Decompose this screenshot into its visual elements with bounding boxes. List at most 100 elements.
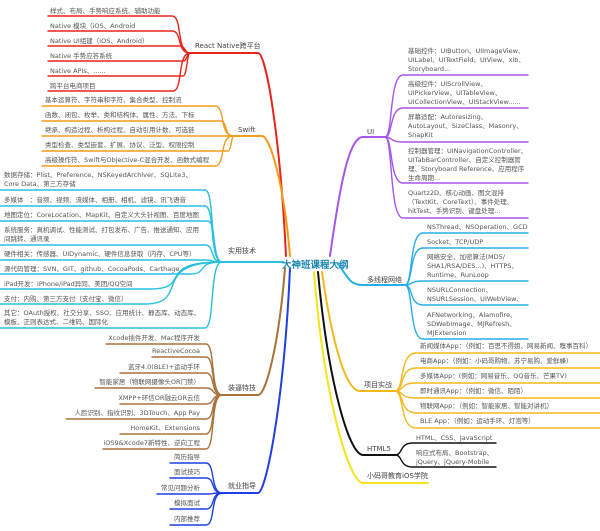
multithread-network-leaf[interactable]: NSThread、NSOperation、GCD (427, 223, 528, 231)
swift-leaf-line (41, 135, 234, 167)
projects-leaf[interactable]: 电商App：（例如：小码哥购物、苏宁易购、爱鲜蜂） (420, 357, 573, 365)
ui-leaf-line (384, 107, 529, 138)
ui-leaf[interactable]: AutoLayout、SizeClass、Masonry、 (408, 122, 523, 130)
advanced-tricks-leaf[interactable]: ReactiveCocoa (151, 347, 200, 355)
multithread-network-leaf[interactable]: NSURLSession、UIWebView、 (427, 295, 523, 303)
advanced-tricks-leaf[interactable]: HomeKit、Extensions (130, 424, 200, 432)
projects-leaf[interactable]: 多媒体App：(例如：网易音乐、QQ音乐、芒果TV) (420, 372, 567, 380)
advanced-tricks-leaf[interactable]: Xcode插件开发、Mac程序开发 (108, 334, 200, 342)
practical-tech-leaf[interactable]: 系统服务：真机调试、性能测试、打包发布、广告、推送通知、应用 (4, 226, 199, 234)
react-native-leaf[interactable]: Native 手势应答系统 (50, 52, 113, 60)
practical-tech-leaf[interactable]: iPad开发：iPhone/iPad异同、美团/QQ空间 (4, 280, 133, 288)
react-native-leaf[interactable]: 样式、布局、手势响应系统、辅助功能 (50, 7, 161, 15)
career-guide-leaf[interactable]: 内部推荐 (174, 515, 200, 523)
swift-leaf[interactable]: 基本运算符、字符串和字符、集合类型、控制流 (45, 96, 182, 104)
projects-branch-label[interactable]: 项目实战 (364, 381, 392, 389)
advanced-tricks-leaf[interactable]: iOS9&Xcode7新特性、逆向工程 (103, 439, 200, 447)
multithread-network-leaf[interactable]: SDWebImage、MJRefresh、 (427, 320, 516, 328)
react-native-leaf[interactable]: Native UI组建（iOS、Android） (50, 37, 149, 45)
multithread-network-branch-label[interactable]: 多线程网络 (367, 276, 402, 284)
ui-leaf-line (384, 136, 529, 219)
academy-trunk (313, 271, 429, 484)
practical-tech-leaf[interactable]: 数据存储：Plist、Preference、NSKeyedArchiver、SQ… (4, 171, 193, 179)
practical-tech-leaf-line (0, 261, 223, 329)
advanced-tricks-leaf[interactable]: 蓝牙4.0(BLE)+运动手环 (127, 363, 200, 371)
career-guide-leaf[interactable]: 面试技巧 (174, 468, 200, 476)
ui-leaf[interactable]: 屏幕适配：Autoresizing、 (408, 113, 488, 121)
ui-leaf[interactable]: 控制器管理：UINavigationController、 (408, 147, 528, 155)
ui-leaf[interactable]: Quartz2D、核心动画、图文混排 (408, 189, 504, 197)
ui-leaf[interactable]: 基础控件：UIButton、UIImageView、 (408, 47, 525, 55)
practical-tech-leaf[interactable]: Core Data、第三方存储 (4, 180, 76, 188)
advanced-tricks-branch-label[interactable]: 装逼特技 (228, 384, 256, 392)
multithread-network-leaf[interactable]: Runtime、RunLoop (427, 271, 489, 279)
projects-leaf[interactable]: 物联网App：（例如：智能家居、智能对讲机） (420, 402, 553, 410)
swift-leaf[interactable]: 继承、构造过程、析构过程、自动引用计数、可选链 (45, 126, 195, 134)
swift-leaf[interactable]: 高级操作符、Swift与Objective-C混合开发、函数式编程 (45, 156, 210, 164)
html5-leaf[interactable]: jQuery、jQuery-Mobile (416, 458, 490, 466)
practical-tech-branch-label[interactable]: 实用技术 (228, 247, 256, 255)
ui-leaf[interactable]: UITabBarController、自定义控制器管 (408, 156, 521, 164)
ui-leaf[interactable]: hitTest、手势识别、键盘处理... (408, 207, 501, 215)
react-native-leaf-line (47, 52, 191, 92)
swift-trunk (232, 135, 291, 257)
practical-tech-leaf-line (0, 259, 223, 263)
academy-branch-label[interactable]: 小码哥教育iOS学院 (367, 472, 428, 480)
ui-branch-label[interactable]: UI (367, 128, 375, 136)
advanced-tricks-leaf-line (102, 394, 223, 450)
practical-tech-leaf[interactable]: 支付：内购、第三方支付（支付宝、微信） (4, 295, 128, 303)
career-guide-leaf[interactable]: 常见问题分析 (161, 484, 200, 492)
react-native-branch-label[interactable]: React Native跨平台 (195, 42, 261, 50)
multithread-network-leaf[interactable]: Socket、TCP/UDP (427, 238, 484, 246)
practical-tech-leaf[interactable]: 间跳转、通讯录 (4, 235, 50, 243)
central-topic[interactable]: 大神班课程大纲 (282, 260, 349, 271)
ui-leaf[interactable]: 理、Storyboard Reference、应用程序 (408, 165, 525, 173)
ui-leaf[interactable]: UIPickerView、UITableView、 (408, 89, 502, 97)
multithread-network-leaf[interactable]: SHA1/RSA/DES...)、HTTPS、 (427, 262, 518, 270)
ui-leaf[interactable]: Storyboard... (408, 65, 451, 73)
react-native-leaf[interactable]: Native APIs、...... (50, 67, 106, 75)
ui-leaf[interactable]: UICollectionView、UIStackView...... (408, 98, 521, 106)
multithread-network-leaf[interactable]: 网络安全、加密算法(MD5/ (427, 253, 505, 261)
practical-tech-leaf[interactable]: 多媒体 ：音频、视频、流媒体、相册、相机、滤镜、讯飞语音 (4, 196, 186, 204)
projects-leaf-line (394, 390, 600, 429)
projects-leaf[interactable]: 新闻媒体App：（例如：百思不得姐、网易新闻、糗事百科） (420, 342, 592, 350)
multithread-network-leaf-line (404, 247, 529, 286)
swift-leaf[interactable]: 类型检查、类型嵌套、扩展、协议、泛型、权限控制 (45, 141, 195, 149)
ui-leaf[interactable]: 生命周期... (408, 174, 441, 182)
ui-leaf[interactable]: 高级控件：UIScrollView、 (408, 80, 487, 88)
practical-tech-leaf[interactable]: 源代码管理：SVN、GIT、github、CocoaPods、Carthage (4, 265, 180, 273)
career-guide-leaf[interactable]: 简历指导 (174, 453, 200, 461)
advanced-tricks-trunk (221, 267, 286, 396)
html5-trunk (317, 271, 396, 456)
ui-leaf[interactable]: SnapKit (408, 131, 433, 139)
react-native-leaf[interactable]: Native 模块（iOS、Android (50, 22, 136, 30)
react-native-leaf[interactable]: 跨平台电商项目 (50, 82, 96, 90)
practical-tech-leaf[interactable]: 其它：OAuth授权、社交分享、SSO、应用统计、静态库、动态库、 (4, 309, 201, 317)
html5-leaf[interactable]: HTML、CSS、JavaScript (416, 434, 493, 442)
html5-leaf[interactable]: 响应式布局、Bootstrap、 (416, 449, 494, 457)
career-guide-leaf-line (156, 492, 223, 495)
ui-leaf-line (384, 136, 529, 143)
practical-tech-leaf[interactable]: 地图定位：CoreLocation、MapKit、自定义大头针视图、百度地图 (4, 211, 199, 219)
swift-branch-label[interactable]: Swift (238, 126, 256, 134)
career-guide-branch-label[interactable]: 就业指导 (228, 482, 256, 490)
multithread-network-leaf[interactable]: MJExtension (427, 329, 467, 337)
projects-leaf[interactable]: 即时通讯App：（例如：微信、陌陌） (420, 387, 527, 395)
career-guide-leaf[interactable]: 模拟面试 (174, 499, 200, 507)
multithread-network-leaf[interactable]: AFNetworking、Alamofire、 (427, 311, 517, 319)
practical-tech-leaf[interactable]: 模板、正则表达式、二维码、国际化 (4, 318, 108, 326)
swift-leaf[interactable]: 函数、闭包、枚举、类和结构体、属性、方法、下标 (45, 111, 195, 119)
advanced-tricks-leaf[interactable]: 智能家居（物联网摄像头OR门禁） (99, 378, 200, 386)
html5-branch-label[interactable]: HTML5 (367, 445, 391, 453)
advanced-tricks-leaf[interactable]: XMPP+环信OR融云OR云信 (118, 394, 200, 402)
projects-leaf[interactable]: BLE App：（例如：运动手环、灯泡等） (420, 417, 535, 425)
advanced-tricks-leaf[interactable]: 人脸识别、指纹识别、3DTouch、App Pay (74, 409, 200, 417)
react-native-trunk (189, 52, 287, 257)
ui-leaf[interactable]: UILabel、UITextField、UIView、xib、 (408, 56, 525, 64)
ui-leaf[interactable]: （TextKit、CoreText）、事件处理、 (408, 198, 514, 206)
career-guide-trunk (221, 267, 291, 494)
multithread-network-leaf[interactable]: NSURLConnection、 (427, 286, 493, 294)
practical-tech-leaf[interactable]: 硬件相关：传感器、UIDynamic、硬件信息获取（内存、CPU等） (4, 250, 196, 258)
